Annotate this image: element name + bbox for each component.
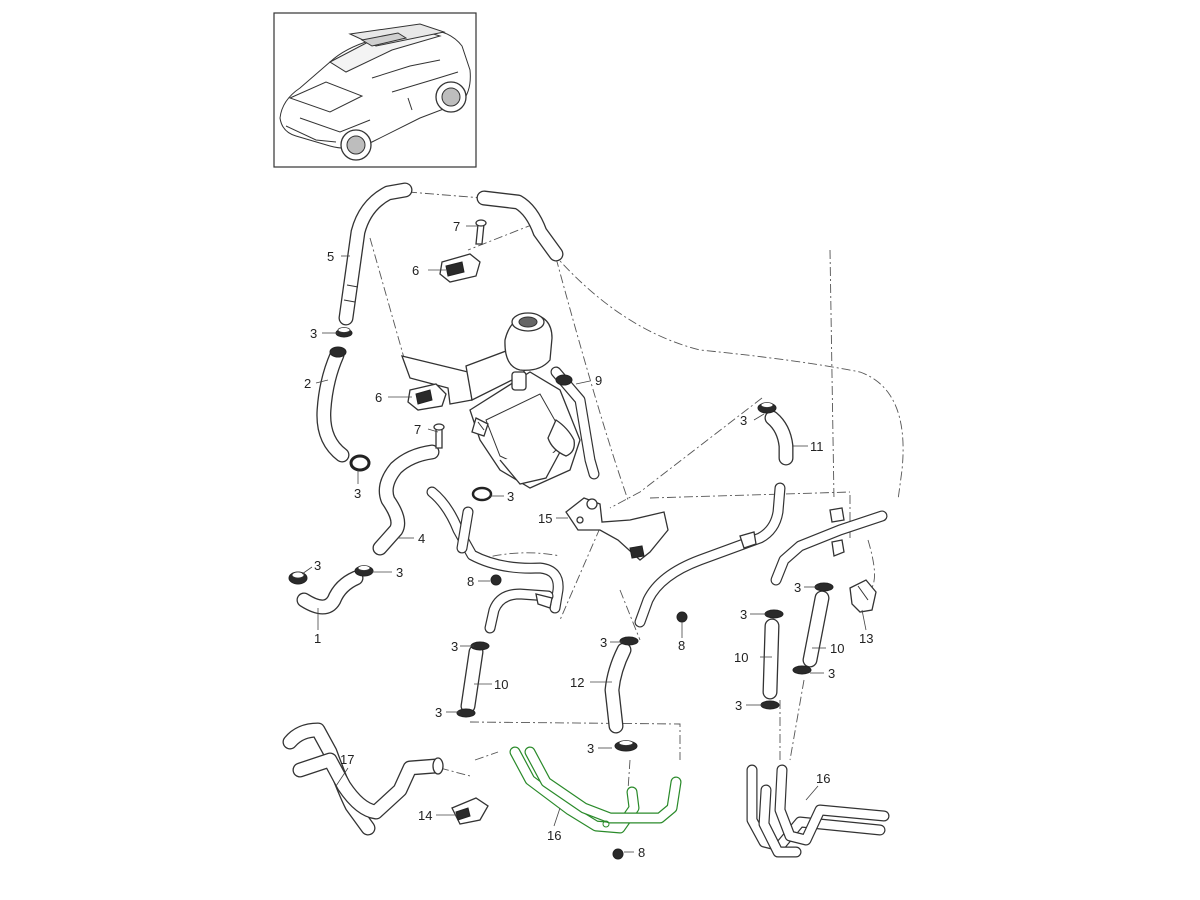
- clip-15: [451, 797, 489, 825]
- callout-16-upper: 15: [538, 511, 552, 526]
- callout-3-g: 3: [451, 639, 458, 654]
- callout-10-mid: 10: [734, 650, 748, 665]
- callout-9: 9: [595, 373, 602, 388]
- callout-17: 17: [340, 752, 354, 767]
- callout-labels: 5 7 6 3 2 6 7 3 3 9 3 11 15 4 3 3 1 8 3 …: [304, 219, 873, 860]
- pipe-16-lower: [746, 764, 890, 858]
- clamp-3-d: [354, 565, 374, 577]
- clamp-3-j: [614, 740, 638, 752]
- callout-8-c: 8: [638, 845, 645, 860]
- callout-3-k: 3: [794, 580, 801, 595]
- nut-8-a: [490, 574, 502, 586]
- callout-8-b: 8: [678, 638, 685, 653]
- hose-5: [338, 182, 564, 326]
- callout-1: 1: [314, 631, 321, 646]
- callout-3-c: 3: [314, 558, 321, 573]
- callout-3-i: 3: [600, 635, 607, 650]
- clamp-3-o: [555, 374, 573, 386]
- hose-1: [296, 570, 364, 615]
- hose-12: [604, 642, 632, 734]
- callout-11: 11: [810, 439, 824, 454]
- callout-2: 2: [304, 376, 311, 391]
- vehicle-illustration: [279, 23, 471, 149]
- clamp-3-l: [764, 609, 784, 619]
- callout-3-h: 3: [435, 705, 442, 720]
- clamp-3-m: [792, 665, 812, 675]
- clamp-3-h: [456, 708, 476, 718]
- pipe-14-highlighted: [509, 746, 682, 834]
- holder-6-upper: [439, 253, 481, 283]
- clamp-3-b: [349, 454, 371, 472]
- callout-3-e: 3: [507, 489, 514, 504]
- callout-16-lower: 16: [816, 771, 830, 786]
- hose-10-mid: [762, 618, 780, 700]
- callout-13: 13: [859, 631, 873, 646]
- pump-valve-assembly: [400, 312, 600, 489]
- callout-3-f: 3: [740, 413, 747, 428]
- clip-13: [849, 579, 877, 613]
- callout-3-j: 3: [587, 741, 594, 756]
- callout-3-m: 3: [828, 666, 835, 681]
- clamp-3-a: [335, 327, 353, 338]
- callout-8-a: 8: [467, 574, 474, 589]
- callout-6-lower: 6: [375, 390, 382, 405]
- holder-6-lower: [407, 383, 447, 411]
- callout-4: 4: [418, 531, 425, 546]
- clamp-3-e: [471, 486, 493, 502]
- hose-2: [316, 346, 350, 463]
- clamp-3-f: [757, 402, 777, 414]
- clamp-3-n: [760, 700, 780, 710]
- pipe-17: [282, 722, 444, 836]
- callout-12: 12: [570, 675, 584, 690]
- callout-7-lower: 7: [414, 422, 421, 437]
- bolt-7-upper: [475, 219, 487, 245]
- clamp-3-c: [288, 571, 308, 585]
- hose-4: [372, 444, 440, 556]
- callout-5: 5: [327, 249, 334, 264]
- callout-15: 14: [418, 808, 432, 823]
- bolt-7-lower: [433, 423, 445, 449]
- callout-7-upper: 7: [453, 219, 460, 234]
- callout-3-d: 3: [396, 565, 403, 580]
- hose-10-right: [802, 590, 830, 668]
- callout-3-n: 3: [735, 698, 742, 713]
- hose-10-left: [460, 644, 484, 714]
- center-pipe: [426, 486, 564, 634]
- callout-10-left: 10: [494, 677, 508, 692]
- assembly-lines: [369, 191, 904, 791]
- callout-3-b: 3: [354, 486, 361, 501]
- front-wheel: [340, 129, 372, 161]
- hose-11: [764, 410, 794, 466]
- vehicle-thumbnail: [273, 12, 477, 168]
- leader-lines: [301, 225, 867, 853]
- rear-wheel: [435, 81, 467, 113]
- nut-8-c: [612, 848, 624, 860]
- callout-14: 16: [547, 828, 561, 843]
- callout-6-upper: 6: [412, 263, 419, 278]
- callout-10-right: 10: [830, 641, 844, 656]
- clamp-3-i: [619, 636, 639, 646]
- callout-3-l: 3: [740, 607, 747, 622]
- callout-3-a: 3: [310, 326, 317, 341]
- bracket-16-upper: [565, 497, 669, 561]
- right-pipes: [634, 482, 888, 628]
- nut-8-b: [676, 611, 688, 623]
